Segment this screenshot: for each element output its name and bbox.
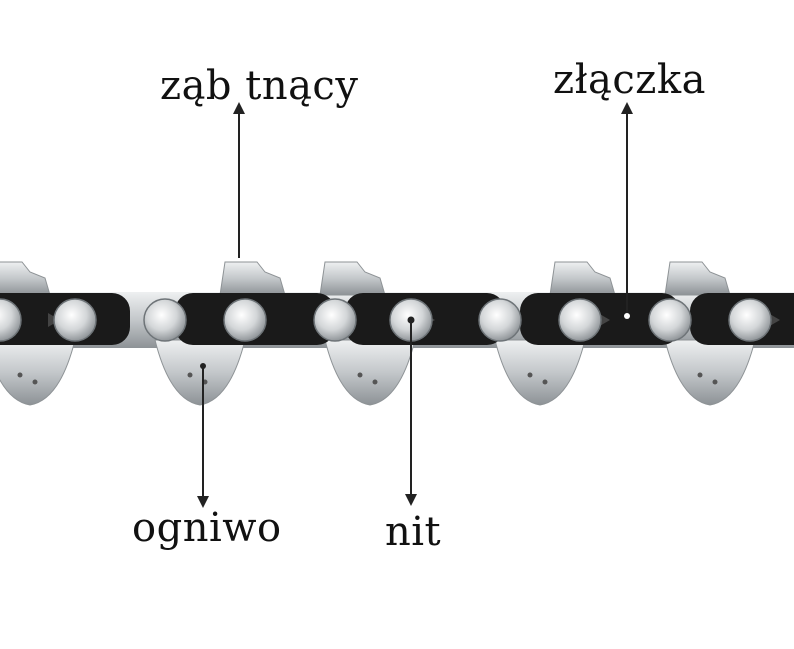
tang-hole (527, 372, 533, 378)
rivet-head (223, 298, 267, 342)
drive-link-tang (664, 339, 756, 406)
drive-link-pointer-dot (200, 363, 206, 369)
rivet-head (648, 298, 692, 342)
rivet-pointer-dot (407, 316, 415, 324)
tang-hole (542, 379, 548, 385)
connector-label: złączka (553, 57, 706, 103)
tang-hole (187, 372, 193, 378)
connector-pointer-dot (624, 313, 630, 319)
drive-link-tang (0, 339, 76, 406)
tang-hole (32, 379, 38, 385)
cutter-tooth (549, 261, 616, 296)
rivets (0, 298, 772, 342)
rivet-head (478, 298, 522, 342)
rivet-head (728, 298, 772, 342)
tang-hole (372, 379, 378, 385)
cutter-tooth (664, 261, 731, 296)
cutter-tooth (319, 261, 386, 296)
rivet-head (143, 298, 187, 342)
tang-hole (697, 372, 703, 378)
rivet-head (558, 298, 602, 342)
rivet-head (313, 298, 357, 342)
rivet-head (53, 298, 97, 342)
drive-link-tang (154, 339, 246, 406)
tang-hole (712, 379, 718, 385)
cutter-tooth (0, 261, 51, 296)
cutting-teeth (0, 261, 731, 296)
cutter-tooth (219, 261, 286, 296)
drive-link-label: ogniwo (132, 505, 282, 551)
tang-hole (17, 372, 23, 378)
rivet-label: nit (385, 509, 442, 555)
drive-link-tang (494, 339, 586, 406)
tang-hole (357, 372, 363, 378)
drive-link-tang (324, 339, 416, 406)
cutting-tooth-label: ząb tnący (160, 63, 359, 109)
rivet-head (0, 298, 22, 342)
